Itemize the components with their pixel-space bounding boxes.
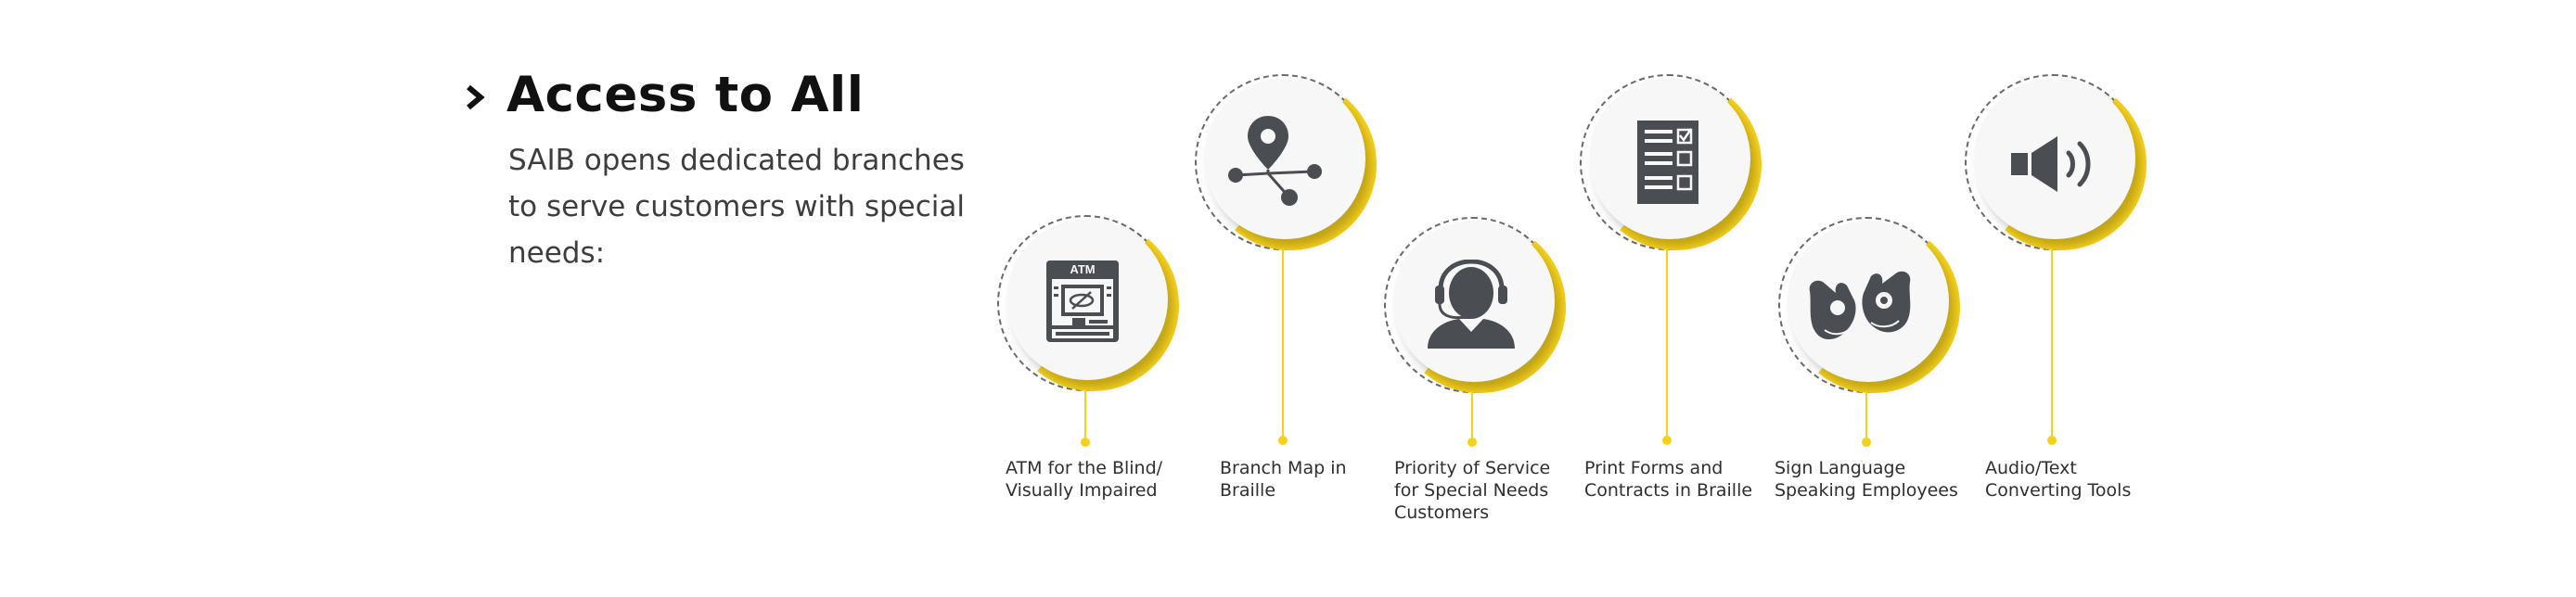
connector-line (1084, 389, 1086, 438)
connector-line (1471, 391, 1473, 438)
service-label: Branch Map in Braille (1220, 458, 1347, 501)
connector-dot (1278, 436, 1288, 445)
service-label: Priority of Service for Special Needs Cu… (1394, 458, 1551, 523)
connector-line (1282, 248, 1284, 436)
connector-line (2051, 248, 2053, 436)
icon-disc (1204, 78, 1365, 239)
service-label: Audio/Text Converting Tools (1985, 458, 2132, 501)
connector-dot (1467, 438, 1477, 447)
section-description: SAIB opens dedicated branches to serve c… (508, 144, 965, 270)
connector-dot (2047, 436, 2057, 445)
speaker-icon (2011, 136, 2091, 192)
dashed-ring (1580, 74, 1756, 250)
service-label: ATM for the Blind/ Visually Impaired (1006, 458, 1163, 501)
service-label: Sign Language Speaking Employees (1775, 458, 1958, 501)
section-title: Access to All (506, 67, 865, 123)
form-checklist-icon (1637, 121, 1698, 204)
connector-dot (1081, 438, 1090, 447)
sign-language-hands-icon (1809, 271, 1911, 340)
headset-agent-icon (1428, 260, 1515, 349)
dashed-ring (1965, 74, 2141, 250)
chevron-right-icon (467, 84, 485, 110)
atm-icon: ATM (1046, 260, 1119, 342)
service-label: Print Forms and Contracts in Braille (1584, 458, 1753, 501)
connector-line (1865, 391, 1867, 438)
map-pin-network-icon (1228, 116, 1322, 206)
svg-text:ATM: ATM (1070, 262, 1095, 276)
connector-dot (1862, 438, 1871, 447)
connector-line (1666, 248, 1668, 436)
connector-dot (1662, 436, 1672, 445)
